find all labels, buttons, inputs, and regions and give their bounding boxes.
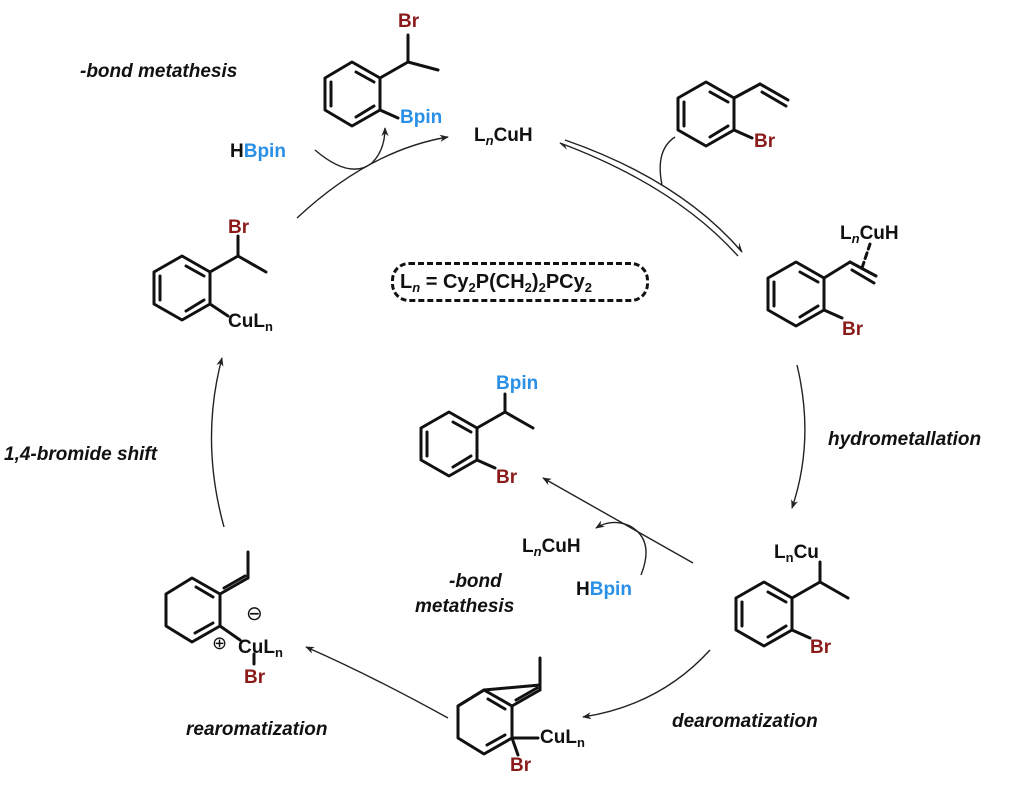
hbpin-bpin: Bpin bbox=[243, 141, 286, 162]
step-label-bromide-shift: 1,4-bromide shift bbox=[4, 444, 158, 465]
ligand-sub: 2 bbox=[584, 280, 592, 295]
structure-dearomatized bbox=[456, 656, 542, 757]
catalyst-lncuh-center: LnCuH bbox=[522, 536, 581, 559]
arrow-dearomatization bbox=[582, 649, 711, 720]
reagent-hbpin-center: HBpin bbox=[576, 580, 632, 599]
structure-alkyl-copper bbox=[734, 560, 850, 648]
ligand-definition-text: Ln = Cy2P(CH2)2PCy2 bbox=[400, 271, 592, 294]
pi-cat-l: L bbox=[840, 223, 852, 244]
atom-br-pi-complex: Br bbox=[842, 319, 864, 340]
arrow-catalyst-out-center bbox=[595, 520, 647, 576]
ligand-n: n bbox=[412, 280, 421, 295]
ligand-part: ) bbox=[531, 271, 539, 293]
arrow-to-catalyst-top bbox=[296, 134, 449, 219]
zw-cu: CuL bbox=[238, 637, 275, 658]
ligand-l: L bbox=[400, 271, 413, 293]
hbpin-h: H bbox=[230, 141, 244, 162]
atom-br-product-top: Br bbox=[398, 11, 420, 32]
step-label-hydrometallation: hydrometallation bbox=[828, 429, 982, 450]
pi-cat-n: n bbox=[851, 231, 860, 246]
ligand-part: P(CH bbox=[475, 271, 525, 293]
atom-br-zwitterion: Br bbox=[244, 667, 266, 688]
step-label-rearomatization: rearomatization bbox=[186, 719, 328, 740]
charge-minus-icon: ⊖ bbox=[246, 603, 263, 625]
equilibrium-arrow-backward bbox=[559, 142, 739, 257]
cat-center-l: L bbox=[522, 536, 534, 557]
step-label-sigma-bond-metathesis-center-2: metathesis bbox=[415, 596, 515, 617]
structure-product-center bbox=[419, 392, 535, 478]
ligand-sub: 2 bbox=[468, 280, 476, 295]
cat-cuh: CuH bbox=[493, 125, 533, 146]
ligand-part: PCy bbox=[545, 271, 585, 293]
cat-center-n: n bbox=[533, 544, 542, 559]
arrow-bromide-shift bbox=[210, 357, 225, 528]
group-bpin-product-top: Bpin bbox=[400, 107, 443, 128]
dearom-cu: CuL bbox=[540, 727, 577, 748]
group-bpin-product-center: Bpin bbox=[496, 373, 539, 394]
aryl-cu-n: n bbox=[264, 319, 273, 334]
structure-product-top bbox=[323, 33, 440, 128]
atom-br-product-center: Br bbox=[496, 467, 518, 488]
structure-zwitterion bbox=[164, 550, 256, 666]
step-label-sigma-bond-metathesis-top: -bond metathesis bbox=[80, 61, 238, 82]
arrow-rearomatization bbox=[305, 646, 449, 719]
arrow-hydrometallation bbox=[791, 364, 806, 509]
arrow-hbpin-in-top bbox=[314, 127, 389, 170]
pi-cat-cuh: CuH bbox=[859, 223, 899, 244]
ligand-sub: 2 bbox=[538, 280, 546, 295]
structure-aryl-copper bbox=[152, 234, 268, 322]
ligand-equals: = bbox=[420, 271, 443, 293]
structure-pi-complex bbox=[766, 242, 878, 328]
atom-br-aryl-copper: Br bbox=[228, 217, 250, 238]
dearom-cu-n: n bbox=[576, 735, 585, 750]
cat-l: L bbox=[474, 125, 486, 146]
cat-center-cuh: CuH bbox=[541, 536, 581, 557]
group-culn-aryl-copper: CuLn bbox=[228, 311, 273, 334]
step-label-sigma-bond-metathesis-center-1: -bond bbox=[449, 571, 502, 592]
structure-substrate bbox=[676, 80, 790, 148]
arrow-substrate-in bbox=[659, 136, 676, 186]
ligand-definition-box bbox=[391, 262, 649, 302]
alkyl-cu: Cu bbox=[793, 542, 819, 563]
hbpin-center-h: H bbox=[576, 579, 590, 600]
catalyst-lncuh-pi-complex: LnCuH bbox=[840, 223, 899, 246]
alkyl-cu-l: L bbox=[774, 542, 786, 563]
hbpin-center-bpin: Bpin bbox=[589, 579, 632, 600]
ligand-part: Cy bbox=[442, 271, 469, 293]
ligand-sub: 2 bbox=[524, 280, 532, 295]
cat-n: n bbox=[485, 133, 494, 148]
catalyst-lncuh-top: LnCuH bbox=[474, 125, 533, 148]
charge-plus-icon: ⊕ bbox=[212, 633, 228, 653]
atom-br-dearomatized: Br bbox=[510, 755, 532, 776]
group-culn-dearomatized: CuLn bbox=[540, 727, 585, 750]
atom-br-alkyl-copper: Br bbox=[810, 637, 832, 658]
step-label-dearomatization: dearomatization bbox=[672, 711, 818, 732]
aryl-cu: CuL bbox=[228, 311, 265, 332]
reagent-hbpin-top: HBpin bbox=[230, 142, 286, 161]
zw-cu-n: n bbox=[274, 645, 283, 660]
arrow-to-center-product bbox=[542, 477, 694, 564]
alkyl-cu-n: n bbox=[785, 550, 794, 565]
atom-br-substrate: Br bbox=[754, 131, 776, 152]
group-culn-zwitterion: CuLn bbox=[238, 637, 283, 660]
equilibrium-arrow-forward bbox=[564, 139, 743, 253]
group-lncu-alkyl-copper: LnCu bbox=[774, 542, 819, 565]
